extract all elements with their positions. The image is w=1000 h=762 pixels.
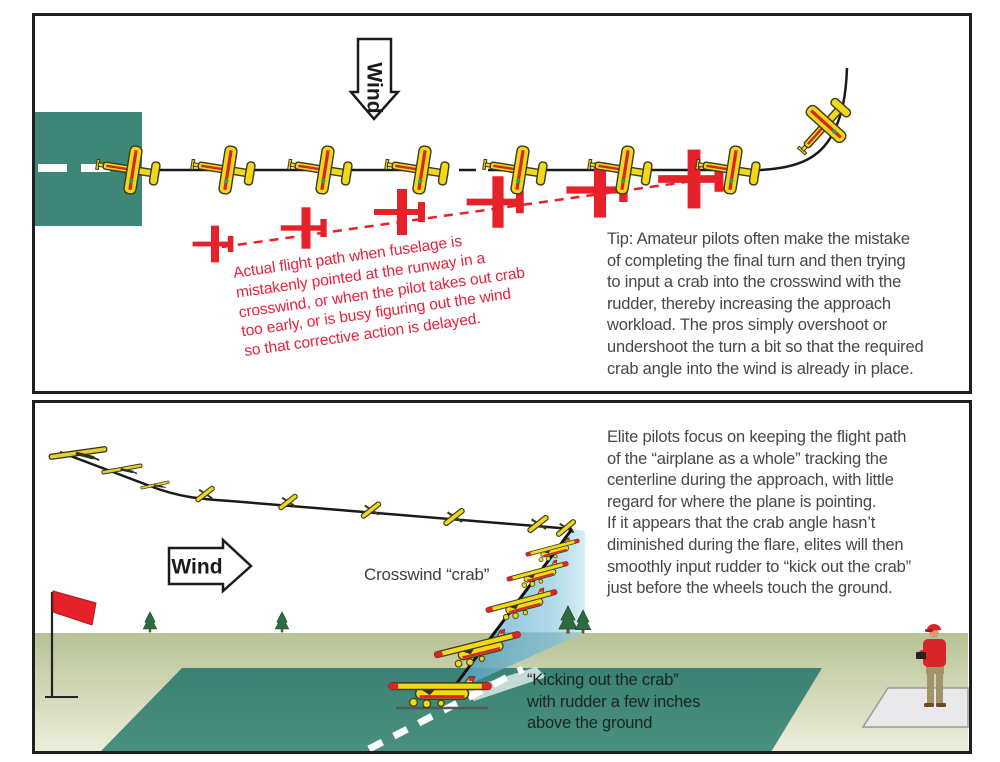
bottom-panel-graphics: Wind xyxy=(35,444,969,753)
runway-perspective xyxy=(100,668,822,752)
approach-plane xyxy=(47,444,110,469)
crosswind-crab-label: Crosswind “crab” xyxy=(364,565,490,584)
wind-label-top: Wind xyxy=(363,62,386,113)
crabbed-yellow-planes xyxy=(92,87,862,199)
wind-flag xyxy=(45,590,97,698)
final-turn-curve xyxy=(498,67,849,172)
approach-plane xyxy=(191,480,220,509)
approach-path-line xyxy=(59,450,573,531)
amateur-tip-note: Tip: Amateur pilots often make the mista… xyxy=(607,230,924,378)
approach-plane xyxy=(100,462,145,481)
tree xyxy=(142,611,158,633)
approach-plane xyxy=(356,496,387,525)
wind-arrow-right: Wind xyxy=(167,537,253,594)
actual-flight-path-dashed xyxy=(221,170,758,249)
bottom-panel-border xyxy=(32,400,972,754)
top-panel-border xyxy=(32,13,972,394)
runway-centerline-dash xyxy=(38,164,67,172)
wind-arrow-down: Wind xyxy=(348,37,401,121)
approach-plane xyxy=(274,488,303,517)
elite-pilots-note: Elite pilots focus on keeping the flight… xyxy=(607,428,911,598)
kick-out-crab-label: “Kicking out the crab” with rudder a few… xyxy=(527,671,701,732)
kickout-streak xyxy=(462,667,546,701)
wind-label-bottom: Wind xyxy=(171,556,222,579)
tree xyxy=(274,611,290,633)
rc-pilot-figure xyxy=(916,624,946,707)
top-panel-graphics: Wind xyxy=(35,37,862,263)
